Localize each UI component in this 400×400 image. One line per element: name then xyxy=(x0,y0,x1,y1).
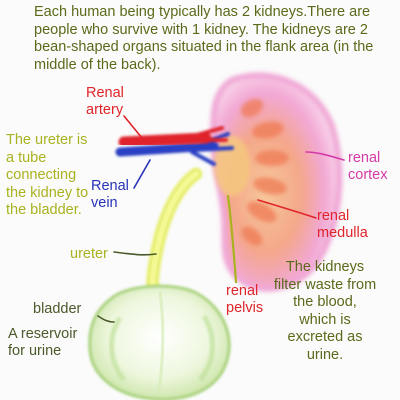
bladder-reservoir-note: A reservoir for urine xyxy=(8,326,78,359)
renal-artery xyxy=(118,126,228,148)
leader-renal-pelvis xyxy=(226,194,238,284)
ureter-description: The ureter is a tube connecting the kidn… xyxy=(6,132,89,218)
leader-ureter xyxy=(113,251,157,256)
leader-renal-vein xyxy=(133,159,151,189)
kidney-filter-note: The kidneys filter waste from the blood,… xyxy=(273,259,377,363)
bladder xyxy=(88,284,231,400)
leader-renal-cortex xyxy=(305,151,345,161)
renal-vein-label: Renal vein xyxy=(91,178,129,211)
renal-pelvis-label: renal pelvis xyxy=(226,283,264,316)
renal-artery-label: Renal artery xyxy=(86,85,124,118)
renal-cortex-label: renal cortex xyxy=(348,150,388,183)
kidney xyxy=(210,72,343,292)
leader-bladder xyxy=(97,315,115,323)
intro-text: Each human being typically has 2 kidneys… xyxy=(34,4,374,73)
leader-lines xyxy=(97,115,345,323)
leader-renal-artery xyxy=(123,115,143,139)
renal-pelvis-shape xyxy=(214,136,250,196)
renal-medulla-shape xyxy=(240,98,289,246)
renal-vein xyxy=(115,132,234,166)
bladder-label: bladder xyxy=(33,301,82,317)
leader-renal-medulla xyxy=(257,199,317,219)
renal-medulla-label: renal medulla xyxy=(317,208,368,241)
ureter-label: ureter xyxy=(70,246,108,262)
bladder-shape xyxy=(88,284,231,400)
